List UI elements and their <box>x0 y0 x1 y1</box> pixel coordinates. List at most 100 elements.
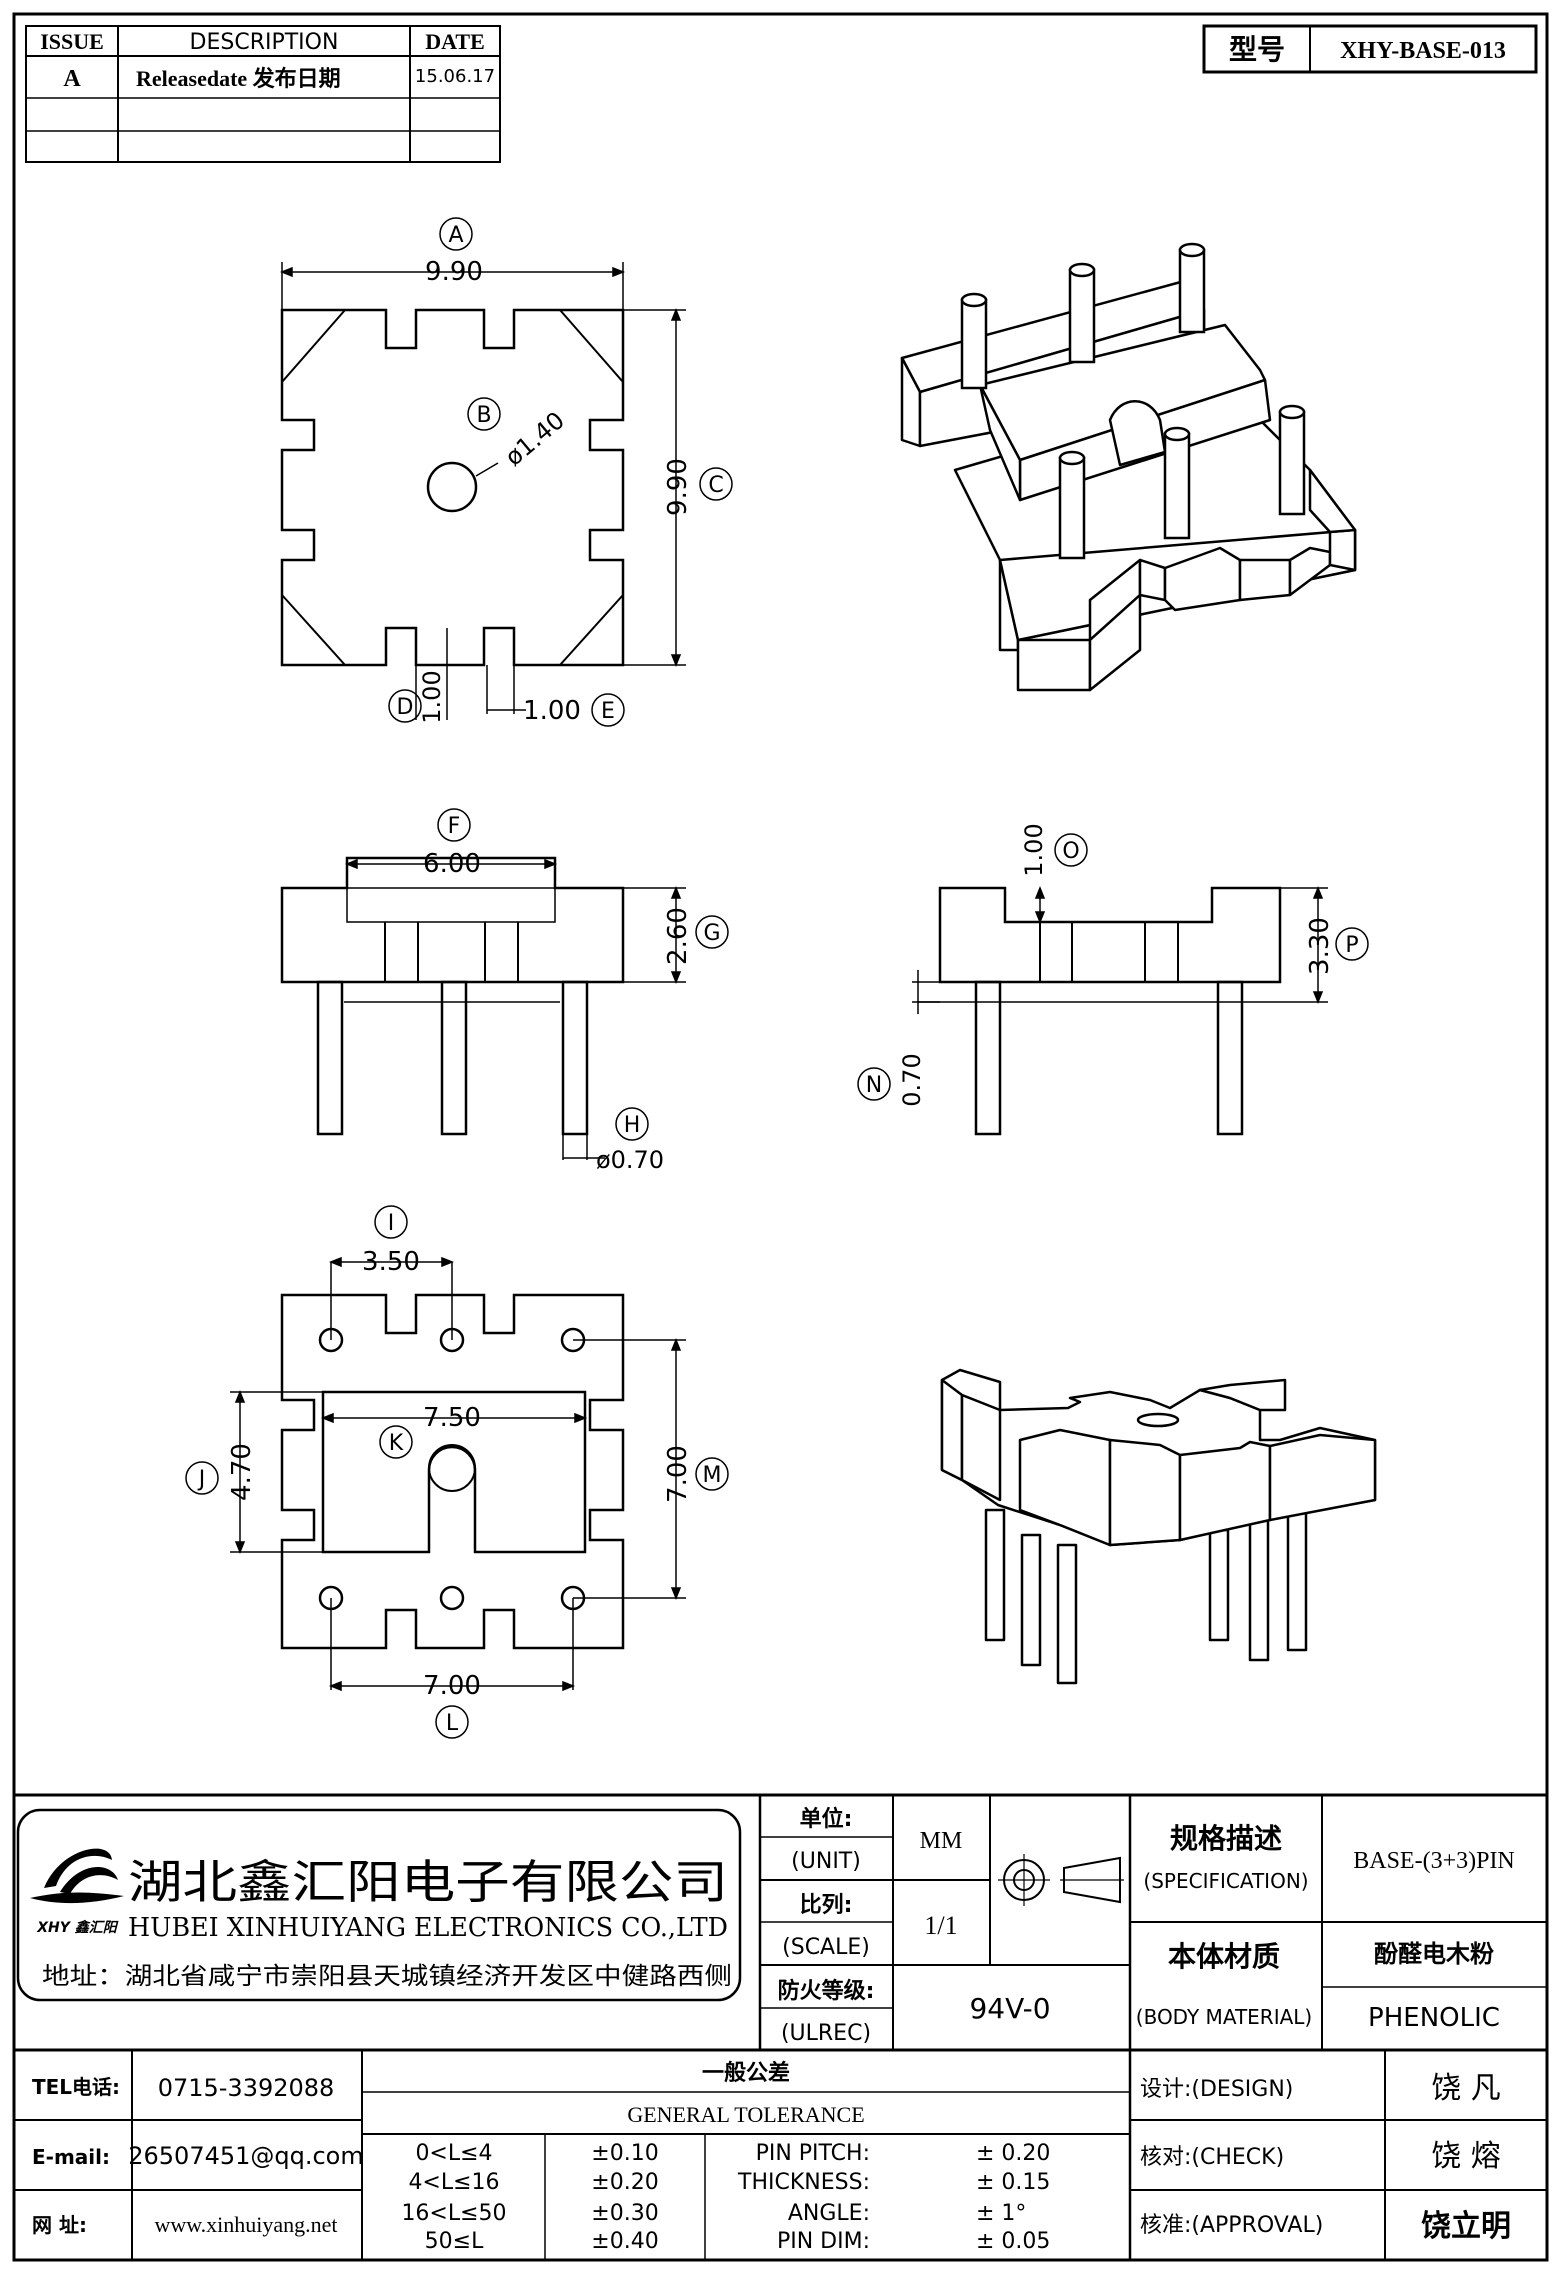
sheet-border <box>12 12 1549 2262</box>
dim-value-e: 1.00 <box>523 696 581 726</box>
dim-value-p: 3.30 <box>1305 917 1335 975</box>
scale-label-cn: 比列: <box>800 1893 853 1918</box>
unit-value: MM <box>920 1828 963 1854</box>
rev-header-date: DATE <box>425 29 485 54</box>
dim-tag-i: I <box>388 1211 395 1236</box>
tol-range-2: 4<L≤16 <box>408 2170 499 2195</box>
rev-row-description: Releasedate 发布日期 <box>136 66 341 91</box>
rev-row-issue: A <box>63 66 81 92</box>
dim-value-d: 1.00 <box>418 670 446 723</box>
spec-tol-4: ± 0.05 <box>976 2229 1050 2254</box>
scale-label-en: (SCALE) <box>782 1935 870 1960</box>
material-value-cn: 酚醛电木粉 <box>1374 1940 1494 1968</box>
dim-tag-c: C <box>708 473 723 498</box>
dim-value-k: 7.50 <box>423 1403 481 1433</box>
design-label: 设计:(DESIGN) <box>1140 2077 1293 2102</box>
dim-tag-o: O <box>1062 839 1079 864</box>
dim-value-b: ø1.40 <box>500 406 570 471</box>
dim-value-l: 7.00 <box>423 1671 481 1701</box>
design-name: 饶 凡 <box>1431 2071 1501 2106</box>
bottom-view-outline <box>280 1293 625 1650</box>
company-name-cn: 湖北鑫汇阳电子有限公司 <box>128 1855 728 1909</box>
top-view-outline <box>280 308 625 667</box>
side-view <box>918 886 1282 1136</box>
dim-tag-n: N <box>866 1073 882 1098</box>
spec-tol-1: ± 0.20 <box>976 2141 1050 2166</box>
rev-header-issue: ISSUE <box>40 29 104 54</box>
approval-label: 核准:(APPROVAL) <box>1140 2213 1323 2238</box>
dim-tag-g: G <box>703 921 720 946</box>
dim-value-f: 6.00 <box>423 849 481 879</box>
tol-value-1: ±0.10 <box>591 2141 658 2166</box>
dim-value-a: 9.90 <box>425 257 483 287</box>
bottom-view-dimensions <box>185 1205 729 1739</box>
revision-table: ISSUE DESCRIPTION DATE A Releasedate 发布日… <box>25 25 501 163</box>
dim-value-j: 4.70 <box>227 1443 257 1501</box>
dim-tag-d: D <box>397 695 414 720</box>
spec-label-en: (SPECIFICATION) <box>1143 1869 1308 1893</box>
spec-name-1: PIN PITCH: <box>756 2141 870 2166</box>
spec-label-cn: 规格描述 <box>1170 1822 1282 1855</box>
tol-value-3: ±0.30 <box>591 2201 658 2226</box>
side-pin-2 <box>1216 980 1244 1136</box>
company-name-en: HUBEI XINHUIYANG ELECTRONICS CO.,LTD <box>128 1913 728 1943</box>
dim-tag-m: M <box>703 1463 722 1488</box>
dim-tag-k: K <box>389 1431 404 1456</box>
web-label: 网 址: <box>32 2213 87 2237</box>
rev-row-date: 15.06.17 <box>415 66 495 87</box>
side-pin-1 <box>974 980 1002 1136</box>
spec-tol-2: ± 0.15 <box>976 2170 1050 2195</box>
dim-tag-l: L <box>446 1711 459 1736</box>
model-value: XHY-BASE-013 <box>1340 38 1506 64</box>
dim-value-c: 9.90 <box>663 458 693 516</box>
tolerance-title-cn: 一般公差 <box>702 2060 790 2086</box>
material-value-en: PHENOLIC <box>1368 2003 1500 2033</box>
dim-value-m: 7.00 <box>663 1445 693 1503</box>
ul-label-cn: 防火等级: <box>778 1978 875 2004</box>
check-label: 核对:(CHECK) <box>1140 2145 1284 2170</box>
scale-value: 1/1 <box>924 1911 957 1940</box>
tel-value: 0715-3392088 <box>158 2074 335 2102</box>
front-pin-1 <box>316 980 344 1136</box>
tol-range-4: 50≤L <box>425 2229 484 2254</box>
dim-tag-j: J <box>197 1467 206 1492</box>
unit-label-cn: 单位: <box>800 1806 853 1832</box>
projection-symbol-icon <box>998 1854 1124 1906</box>
dim-value-n: 0.70 <box>898 1053 926 1106</box>
side-view-body <box>938 886 1282 984</box>
bottom-view <box>280 1293 625 1650</box>
ul-value: 94V-0 <box>969 1992 1050 2025</box>
front-view-dimensions <box>344 808 729 1160</box>
front-pin-2 <box>440 980 468 1136</box>
title-block-frame <box>14 1793 1547 2260</box>
center-hole <box>426 461 478 513</box>
tol-value-2: ±0.20 <box>591 2170 658 2195</box>
tel-label: TEL电话: <box>32 2075 120 2099</box>
unit-label-en: (UNIT) <box>791 1849 861 1874</box>
top-view-dimensions <box>279 217 733 727</box>
spec-name-2: THICKNESS: <box>737 2170 870 2195</box>
dim-tag-e: E <box>601 699 615 724</box>
ul-label-en: (ULREC) <box>781 2021 871 2046</box>
dim-value-o: 1.00 <box>1020 823 1048 876</box>
iso-view-bottom <box>940 1368 1377 1685</box>
dim-tag-b: B <box>476 403 491 428</box>
company-logo: XHY 鑫汇阳 <box>30 1848 124 1936</box>
model-label: 型号 <box>1229 33 1285 66</box>
dim-tag-f: F <box>448 814 461 839</box>
top-view <box>280 308 625 667</box>
dim-value-i: 3.50 <box>362 1247 420 1277</box>
dim-value-g: 2.60 <box>663 907 693 965</box>
spec-name-4: PIN DIM: <box>777 2229 870 2254</box>
tol-range-1: 0<L≤4 <box>415 2141 492 2166</box>
iso-view-top-pins <box>960 242 1306 560</box>
spec-tol-3: ± 1° <box>976 2201 1026 2226</box>
check-name: 饶 熔 <box>1431 2139 1501 2174</box>
model-box: 型号 XHY-BASE-013 <box>1202 24 1538 74</box>
approval-name: 饶立明 <box>1421 2209 1511 2244</box>
email-value: 26507451@qq.com <box>128 2142 364 2170</box>
tolerance-title-en: GENERAL TOLERANCE <box>627 2102 864 2127</box>
tolerance-specs: PIN PITCH: ± 0.20 THICKNESS: ± 0.15 ANGL… <box>737 2141 1050 2254</box>
